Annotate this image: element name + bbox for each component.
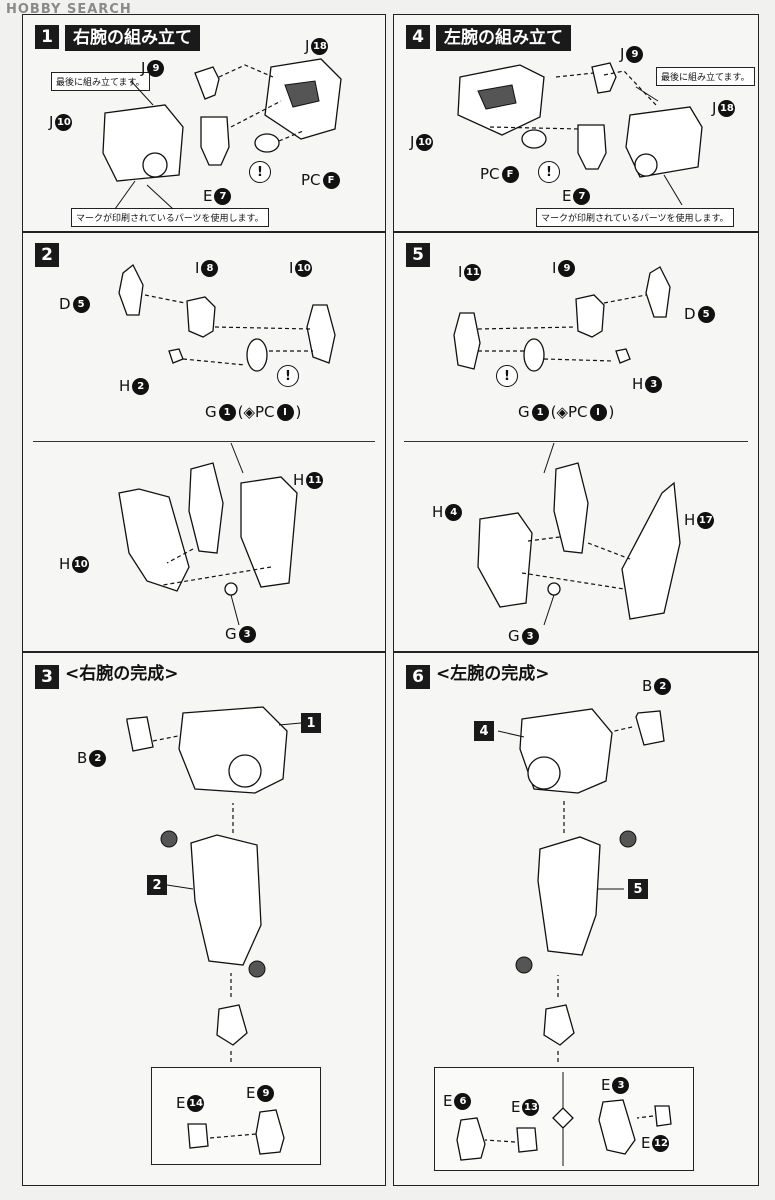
step-4-note-top: 最後に組み立てます。 (656, 67, 755, 86)
step-4-title: 左腕の組み立て (436, 25, 571, 51)
step-2-divider (33, 441, 375, 442)
ref-step-1: 1 (301, 713, 321, 733)
step-3-title: <右腕の完成> (65, 664, 179, 684)
step-1-illustration (102, 58, 342, 210)
ref-step-2: 2 (147, 875, 167, 895)
caution-icon: ! (277, 365, 299, 387)
step-5-divider (404, 441, 748, 442)
step-2-number: 2 (35, 243, 59, 267)
hand-parts-illustration (456, 1072, 672, 1166)
step-5-number: 5 (406, 243, 430, 267)
ref-step-4: 4 (474, 721, 494, 741)
step-1-panel: 1 右腕の組み立て 最後に組み立てます。 マークが印刷されているパーツを使用しま… (22, 14, 386, 232)
step-6-title: <左腕の完成> (436, 664, 550, 684)
step-1-number: 1 (35, 25, 59, 49)
caution-icon: ! (538, 161, 560, 183)
step-3-illustration (126, 706, 302, 1065)
step-4-note-bottom: マークが印刷されているパーツを使用します。 (536, 208, 734, 227)
caution-icon: ! (496, 365, 518, 387)
step-6-illustration (497, 708, 665, 1065)
watermark: HOBBY SEARCH (6, 2, 132, 17)
step-5-illustration (453, 266, 681, 626)
step-1-note-bottom: マークが印刷されているパーツを使用します。 (71, 208, 269, 227)
step-3-number: 3 (35, 665, 59, 689)
step-2-illustration (118, 263, 336, 626)
step-4-panel: 4 左腕の組み立て 最後に組み立てます。 マークが印刷されているパーツを使用しま… (393, 14, 759, 232)
step-6-number: 6 (406, 665, 430, 689)
caution-icon: ! (249, 161, 271, 183)
step-4-illustration (457, 62, 703, 206)
step-1-note-top: 最後に組み立てます。 (51, 72, 150, 91)
hand-parts-illustration (187, 1109, 285, 1155)
ref-step-5: 5 (628, 879, 648, 899)
step-1-title: 右腕の組み立て (65, 25, 200, 51)
step-4-number: 4 (406, 25, 430, 49)
